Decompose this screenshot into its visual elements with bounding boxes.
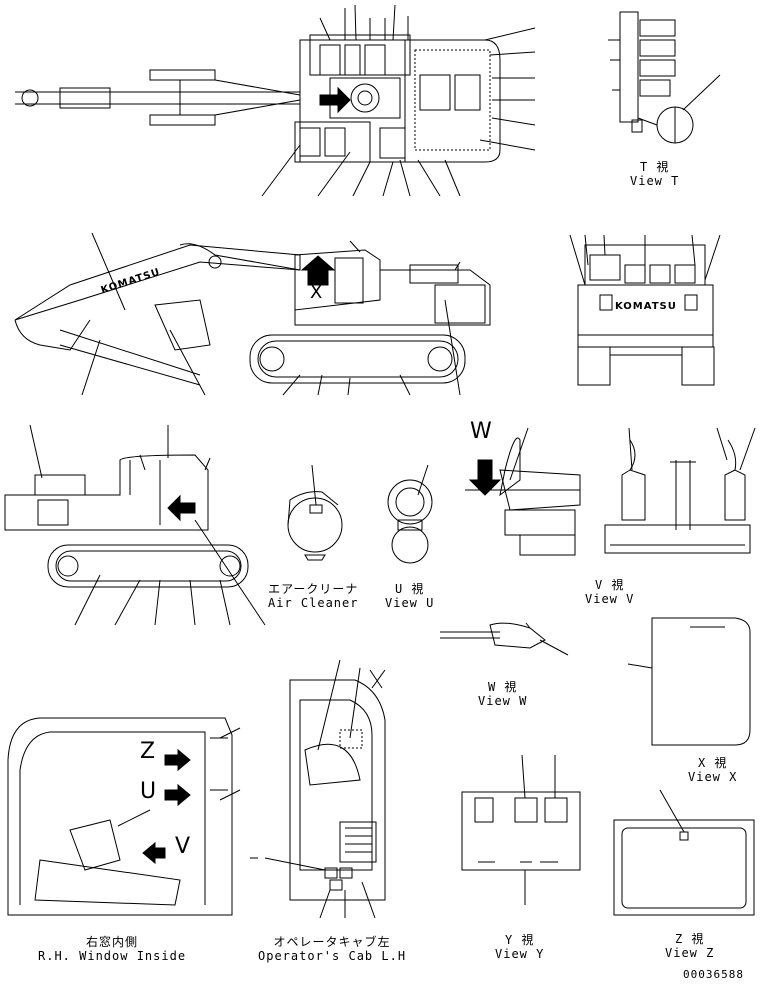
excavator-left-view <box>5 425 265 625</box>
view-w-drawing <box>440 623 568 655</box>
operators-cab-drawing <box>250 660 385 918</box>
drawing-number: 00036588 <box>683 968 744 981</box>
excavator-top-view <box>15 5 535 196</box>
komatsu-logo-rear: KOMATSU <box>615 301 677 312</box>
view-z-drawing <box>614 790 754 915</box>
view-x-drawing <box>628 618 750 745</box>
seat-view-drawing <box>465 428 580 555</box>
view-t-drawing <box>608 12 720 143</box>
view-v-drawing <box>605 428 755 553</box>
view-u-drawing <box>388 465 432 563</box>
rh-window-inside-drawing <box>8 718 240 915</box>
callout-v: V <box>175 834 192 859</box>
excavator-rear-view <box>570 235 720 385</box>
callout-z: Z <box>140 739 157 764</box>
callout-x: X <box>310 282 324 303</box>
view-y-drawing <box>462 755 580 905</box>
air-cleaner-drawing <box>288 465 342 560</box>
callout-u: U <box>140 779 158 804</box>
excavator-side-view <box>15 233 490 395</box>
callout-w: W <box>470 419 493 444</box>
